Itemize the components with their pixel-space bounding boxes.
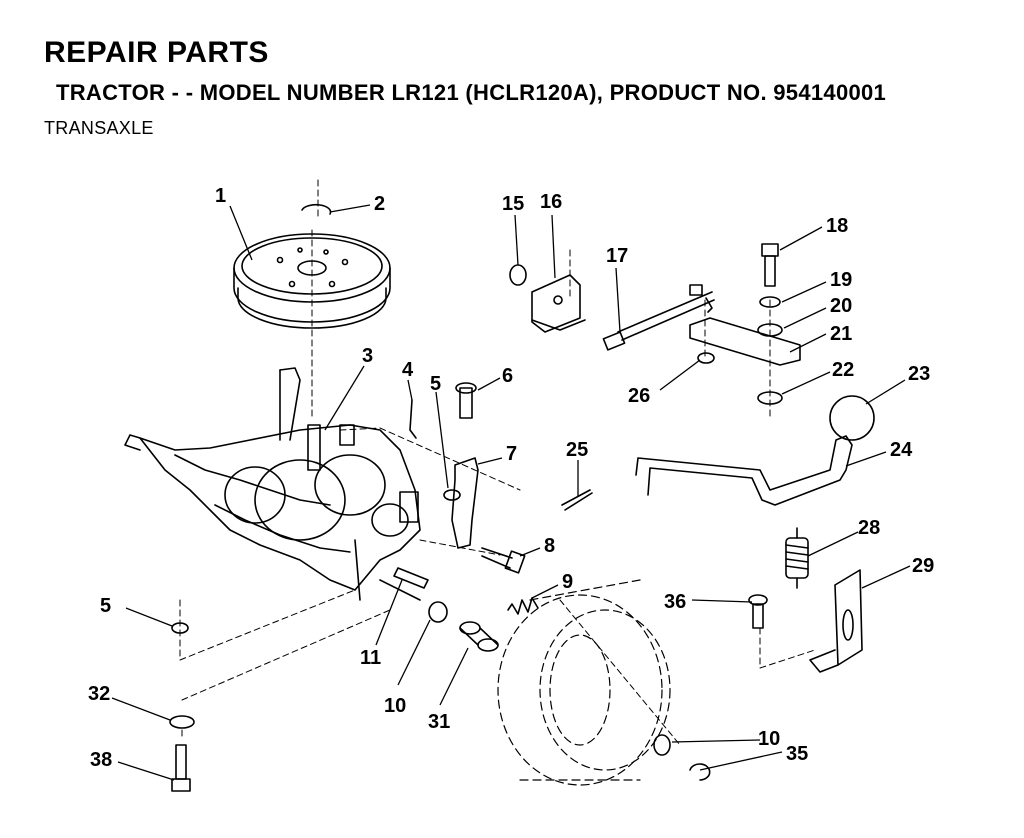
cotter-pin [561, 489, 593, 511]
callout-24: 24 [890, 439, 913, 461]
callout-11: 11 [360, 647, 381, 669]
hex-bolt [171, 744, 191, 792]
callout-35: 35 [786, 743, 808, 765]
tire [497, 579, 671, 786]
thread-screw [748, 594, 768, 629]
control-arm [689, 317, 801, 366]
washer [653, 734, 671, 756]
callout-28: 28 [858, 517, 880, 539]
callout-8: 8 [544, 535, 555, 557]
callout-31: 31 [428, 711, 450, 733]
extension-spring [785, 527, 809, 589]
shift-lever [635, 435, 853, 506]
callout-32: 32 [88, 683, 110, 705]
callout-23: 23 [908, 363, 930, 385]
nut [171, 622, 189, 634]
washer [428, 601, 448, 623]
callout-38: 38 [90, 749, 112, 771]
callout-2: 2 [374, 193, 385, 215]
transaxle-housing [124, 367, 421, 601]
callout-15: 15 [502, 193, 524, 215]
section-heading: TRANSAXLE [44, 118, 154, 138]
callout-7: 7 [506, 443, 517, 465]
callout-16: 16 [540, 191, 562, 213]
callout-3: 3 [362, 345, 373, 367]
control-rod [602, 284, 715, 351]
callout-5: 5 [100, 595, 111, 617]
square-key [393, 567, 429, 589]
callout-20: 20 [830, 295, 852, 317]
callout-17: 17 [606, 245, 628, 267]
callout-1: 1 [215, 185, 226, 207]
hex-bolt [761, 243, 779, 287]
callout-22: 22 [832, 359, 854, 381]
assembly-lines [179, 179, 816, 746]
washer [169, 715, 195, 729]
spacer [459, 621, 499, 652]
e-clip [301, 203, 332, 215]
hex-bolt [481, 547, 526, 574]
callout-29: 29 [912, 555, 934, 577]
spring-bracket [809, 569, 863, 673]
callout-21: 21 [830, 323, 852, 345]
leader-lines [111, 204, 911, 781]
pulley [233, 233, 391, 329]
nut [697, 352, 715, 364]
carriage-bolt [455, 382, 477, 419]
washer [509, 264, 527, 286]
callout-labels: 1 2 3 4 5 5 6 7 8 9 10 10 11 15 16 17 18… [88, 185, 934, 771]
callout-9: 9 [562, 571, 573, 593]
callout-18: 18 [826, 215, 848, 237]
knob [829, 395, 875, 441]
callout-4: 4 [402, 359, 414, 381]
callout-6: 6 [502, 365, 513, 387]
callout-19: 19 [830, 269, 852, 291]
callout-26: 26 [628, 385, 650, 407]
e-clip [689, 763, 711, 781]
pivot-bracket [531, 274, 586, 333]
callout-10: 10 [758, 728, 780, 750]
callout-25: 25 [566, 439, 588, 461]
lock-washer [759, 296, 781, 308]
page-title: REPAIR PARTS [44, 36, 269, 69]
bracket [451, 457, 479, 549]
callout-36: 36 [664, 591, 686, 613]
model-subtitle: TRACTOR - - MODEL NUMBER LR121 (HCLR120A… [56, 80, 887, 105]
square-washer [757, 391, 783, 405]
callout-5: 5 [430, 373, 441, 395]
callout-10: 10 [384, 695, 406, 717]
nut [443, 489, 461, 501]
key-pin [409, 399, 417, 439]
